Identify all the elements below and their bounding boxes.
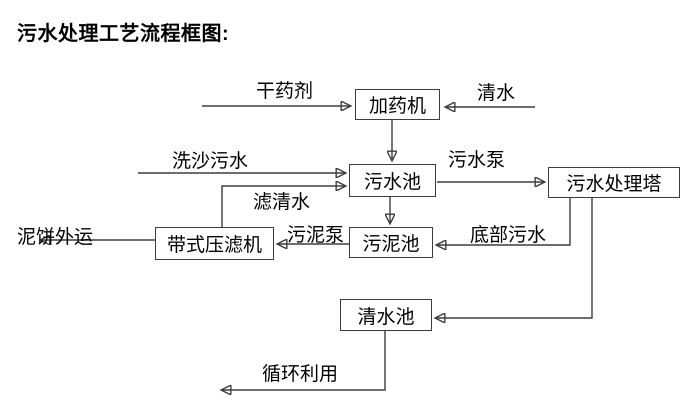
edge-label-sand-washing-sewage: 洗沙污水 <box>172 151 249 172</box>
diagram-title: 污水处理工艺流程框图: <box>17 23 230 45</box>
edge-label-sludge-pump: 污泥泵 <box>287 225 345 246</box>
arrow-clean-pool-to-recycling <box>222 331 386 390</box>
arrow-filtered-water-to-sewage <box>221 186 345 227</box>
node-sewage-treatment-tower-label: 污水处理塔 <box>566 174 662 195</box>
edge-label-clean-water: 清水 <box>477 83 516 104</box>
node-sewage-treatment-tower: 污水处理塔 <box>548 167 680 198</box>
edge-label-sewage-pump: 污水泵 <box>448 150 506 171</box>
node-sewage-pool: 污水池 <box>349 164 436 197</box>
arrow-bottom-sewage-to-sludge <box>437 198 571 245</box>
edge-label-bottom-sewage: 底部污水 <box>470 225 547 246</box>
node-belt-filter-press-label: 带式压滤机 <box>166 235 262 256</box>
node-sewage-pool-label: 污水池 <box>363 172 421 193</box>
edge-label-recycling: 循环利用 <box>262 364 339 385</box>
node-clean-water-pool: 清水池 <box>340 299 432 331</box>
arrow-tower-to-clean-water-pool <box>436 198 593 318</box>
node-belt-filter-press: 带式压滤机 <box>155 227 274 260</box>
node-clean-water-pool-label: 清水池 <box>357 306 415 328</box>
node-dosing-machine: 加药机 <box>355 89 440 120</box>
node-sludge-pool-label: 污泥池 <box>362 234 420 255</box>
edge-label-filtered-water: 滤清水 <box>253 192 311 213</box>
edge-label-dry-chemical: 干药剂 <box>256 81 314 102</box>
edge-label-mud-cake-outbound: 泥饼外运 <box>17 227 94 248</box>
node-dosing-machine-label: 加药机 <box>368 96 426 117</box>
node-sludge-pool: 污泥池 <box>349 227 433 258</box>
